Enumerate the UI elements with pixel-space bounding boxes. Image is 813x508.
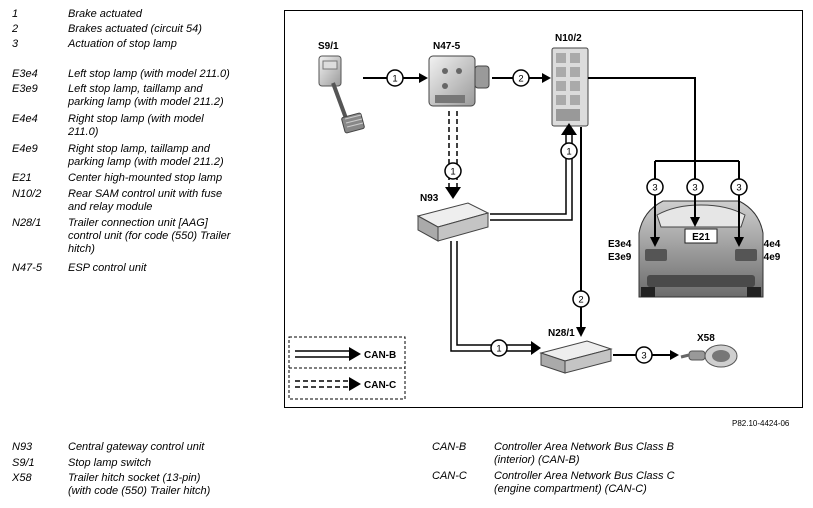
legend-desc: Brakes actuated (circuit 54) (68, 23, 202, 35)
arrowhead-lamp-center (690, 217, 700, 227)
step-badge-label: 3 (736, 183, 741, 194)
figure-reference-code: P82.10-4424-06 (732, 419, 790, 428)
arrowhead-n47-to-n10 (542, 73, 551, 83)
legend-code: 2 (12, 23, 19, 35)
legend-desc: Rear SAM control unit with fuse and rela… (68, 188, 223, 213)
step-badge: 3 (646, 178, 664, 196)
step-badge: 1 (490, 339, 508, 357)
legend-desc: Right stop lamp (with model 211.0) (68, 113, 204, 138)
can-b-inner-line (490, 133, 573, 221)
step-badge-label: 3 (692, 183, 697, 194)
can-c-label: CAN-C (364, 380, 396, 391)
legend-code: E3e9 (12, 83, 38, 95)
label-n10-2: N10/2 (555, 33, 582, 44)
label-n93: N93 (420, 193, 439, 204)
step-badge: 1 (444, 162, 462, 180)
rear-sam-module-image (551, 47, 589, 127)
esp-control-unit-image (428, 55, 490, 107)
wiring-diagram: S9/1 N47-5 N10/2 N93 N28/1 X58 E3e4 E3e9… (288, 33, 781, 400)
legend-code: E3e4 (12, 68, 38, 80)
can-c-swatch-arrow (349, 377, 361, 391)
step-badge: 2 (512, 69, 530, 87)
legend-desc: Actuation of stop lamp (68, 38, 177, 50)
label-n47-5: N47-5 (433, 41, 461, 52)
step-badge-label: 3 (641, 351, 646, 362)
label-e3e4: E3e4 (608, 239, 632, 250)
label-e3e9: E3e9 (608, 252, 632, 263)
legend-desc: Left stop lamp (with model 211.0) (68, 68, 230, 80)
step-badge-label: 2 (578, 295, 583, 306)
legend-desc: Controller Area Network Bus Class C (eng… (494, 470, 675, 495)
arrowhead-n93-to-n28 (531, 341, 541, 355)
legend-desc: Brake actuated (68, 8, 142, 20)
central-gateway-image (416, 202, 490, 242)
legend-desc: Center high-mounted stop lamp (68, 172, 223, 184)
vehicle-rear-image (638, 200, 764, 298)
stop-lamp-switch-image (318, 55, 365, 134)
step-badge: 1 (386, 69, 404, 87)
step-badge: 3 (635, 346, 653, 364)
label-e4e4: E4e4 (757, 239, 781, 250)
legend-desc: Stop lamp switch (68, 457, 152, 469)
step-badge-label: 1 (392, 74, 397, 85)
legend-code: CAN-C (432, 470, 467, 482)
trailer-connection-unit-image (539, 340, 613, 374)
legend-code: E4e4 (12, 113, 38, 125)
arrowhead-n10-to-n28 (576, 327, 586, 337)
line-n10-to-lamps (588, 77, 696, 161)
step-badge: 2 (572, 290, 590, 308)
legend-desc: Right stop lamp, taillamp and parking la… (68, 143, 224, 168)
diagram-panel: S9/1 N47-5 N10/2 N93 N28/1 X58 E3e4 E3e9… (284, 10, 803, 408)
arrowhead-lamp-left (650, 237, 660, 247)
legend-desc: Trailer connection unit [AAG] control un… (68, 217, 231, 255)
legend-code: E4e9 (12, 143, 38, 155)
step-badge: 3 (686, 178, 704, 196)
legend-code: E21 (12, 172, 32, 184)
legend-desc: Trailer hitch socket (13-pin) (with code… (68, 472, 211, 497)
legend-code: CAN-B (432, 441, 467, 453)
label-x58: X58 (697, 333, 715, 344)
step-badge-label: 2 (518, 74, 523, 85)
arrowhead-n47-to-n93 (445, 187, 461, 199)
legend-desc: Controller Area Network Bus Class B (int… (494, 441, 674, 466)
legend-desc: Central gateway control unit (68, 441, 205, 453)
legend-code: N10/2 (12, 188, 42, 200)
legend-desc: Left stop lamp, taillamp and parking lam… (68, 83, 224, 108)
legend-code: N93 (12, 441, 33, 453)
legend-code: X58 (12, 472, 32, 484)
can-b-outer-line (490, 133, 567, 215)
legend-desc: ESP control unit (68, 262, 147, 274)
legend-code: 1 (12, 8, 19, 20)
legend-code: S9/1 (12, 457, 35, 469)
label-s9-1: S9/1 (318, 41, 339, 52)
step-badge-label: 1 (450, 167, 455, 178)
can-legend-box: CAN-B CAN-C (288, 336, 406, 400)
can-b-line-n93-n28-a (450, 241, 533, 352)
arrowhead-n28-to-x58 (670, 350, 679, 360)
can-b-swatch-arrow (349, 347, 361, 361)
label-n28-1: N28/1 (548, 328, 575, 339)
step-badge-label: 1 (566, 147, 571, 158)
arrowhead-s9-to-n47 (419, 73, 428, 83)
label-e21: E21 (692, 232, 710, 243)
trailer-socket-image (680, 344, 738, 368)
legend-code: N47-5 (12, 262, 42, 274)
can-b-label: CAN-B (364, 350, 396, 361)
step-badge: 1 (560, 142, 578, 160)
arrowhead-lamp-right (734, 237, 744, 247)
arrowhead-n93-to-n10 (561, 123, 577, 135)
step-badge-label: 3 (652, 183, 657, 194)
step-badge-label: 1 (496, 344, 501, 355)
label-e4e9: E4e9 (757, 252, 781, 263)
legend-code: N28/1 (12, 217, 42, 229)
step-badge: 3 (730, 178, 748, 196)
legend-code: 3 (12, 38, 19, 50)
can-b-line-n93-n28-b (456, 241, 533, 346)
